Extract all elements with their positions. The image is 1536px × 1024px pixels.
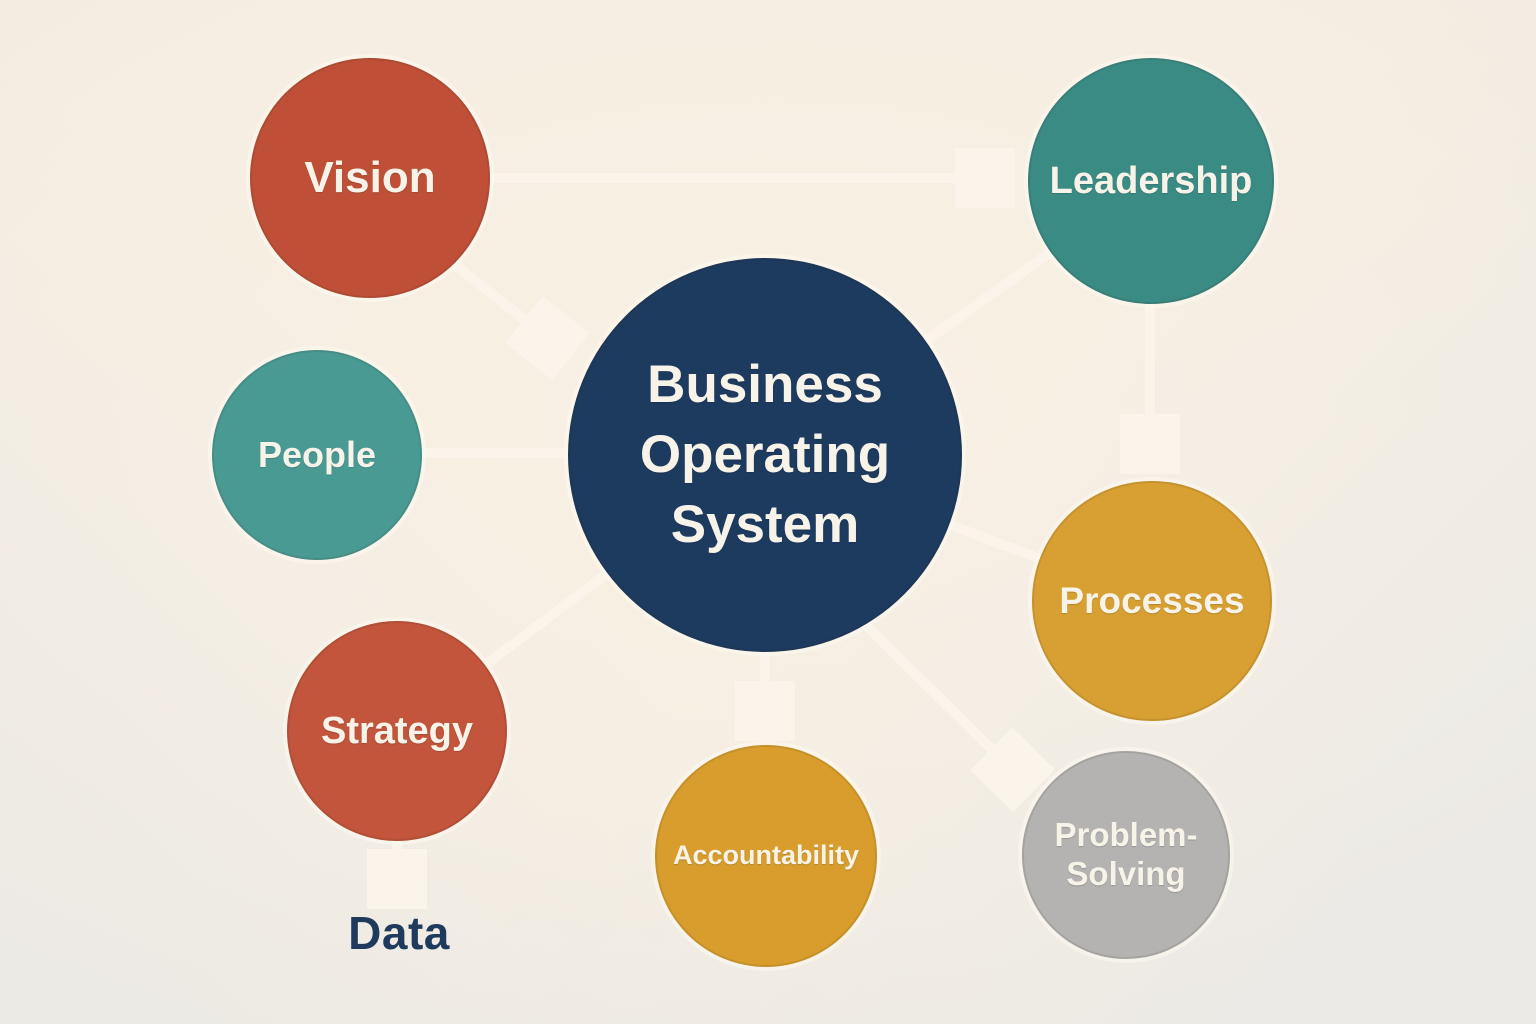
node-business-operating-system-label: Business Operating System (639, 355, 891, 554)
node-vision: Vision (250, 58, 490, 298)
node-data-label: Data (348, 907, 450, 959)
node-processes: Processes (1032, 481, 1272, 721)
node-business-operating-system: Business Operating System (568, 258, 962, 652)
node-leadership: Leadership (1028, 58, 1274, 304)
node-processes-label: Processes (1059, 580, 1245, 622)
node-accountability-label: Accountability (672, 840, 860, 871)
node-problem-solving-label: Problem-Solving (1054, 816, 1198, 892)
node-accountability: Accountability (655, 745, 877, 967)
node-leadership-label: Leadership (1049, 159, 1253, 202)
node-vision-label: Vision (304, 153, 436, 203)
node-people-label: People (257, 433, 377, 475)
node-strategy: Strategy (287, 621, 507, 841)
node-problem-solving: Problem-Solving (1022, 751, 1230, 959)
node-strategy-label: Strategy (320, 709, 474, 752)
node-people: People (212, 350, 422, 560)
